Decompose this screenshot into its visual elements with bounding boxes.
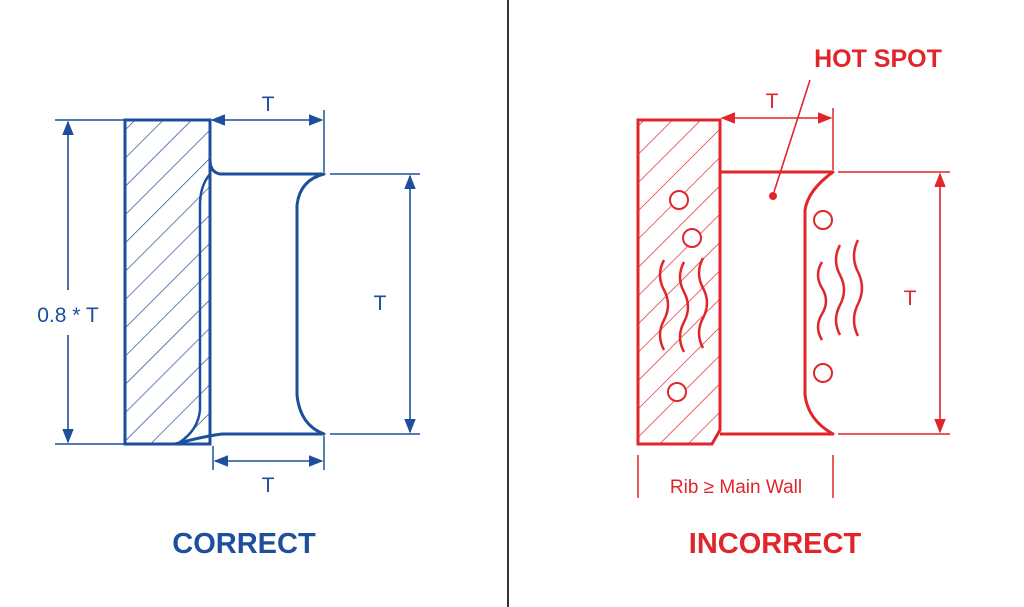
void-circle (682, 228, 702, 248)
correct-right-height-label: T (374, 292, 387, 315)
rib-vs-wall-label: Rib ≥ Main Wall (670, 477, 802, 498)
incorrect-rib (720, 170, 835, 436)
hot-spot-marker (769, 192, 777, 200)
correct-height-label: 0.8 * T (37, 304, 99, 327)
correct-panel: 0.8 * T T T T CORRECT (37, 93, 420, 560)
correct-main-wall (123, 118, 212, 446)
void-circle (813, 363, 833, 383)
correct-top-thickness-label: T (262, 93, 275, 116)
correct-caption: CORRECT (172, 528, 316, 560)
heat-wave-icon (658, 259, 670, 351)
incorrect-right-height-label: T (904, 287, 917, 310)
incorrect-main-wall (636, 118, 722, 446)
heat-wave-icon (697, 257, 709, 349)
correct-bottom-thickness-label: T (262, 474, 275, 497)
correct-rib-fillet (179, 173, 211, 444)
incorrect-caption: INCORRECT (689, 528, 862, 560)
incorrect-top-thickness-label: T (766, 90, 779, 113)
heat-wave-icon (816, 261, 828, 341)
incorrect-panel: HOT SPOT T T Rib ≥ Main Wall INCORRECT (636, 45, 950, 560)
heat-wave-icon (852, 239, 864, 337)
hot-spot-leader (773, 79, 811, 193)
heat-wave-icon (678, 261, 690, 353)
correct-rib (173, 120, 326, 446)
void-circle (667, 382, 687, 402)
void-circle (813, 210, 833, 230)
void-circle (669, 190, 689, 210)
heat-wave-icon (834, 244, 846, 336)
hot-spot-label: HOT SPOT (814, 45, 942, 73)
